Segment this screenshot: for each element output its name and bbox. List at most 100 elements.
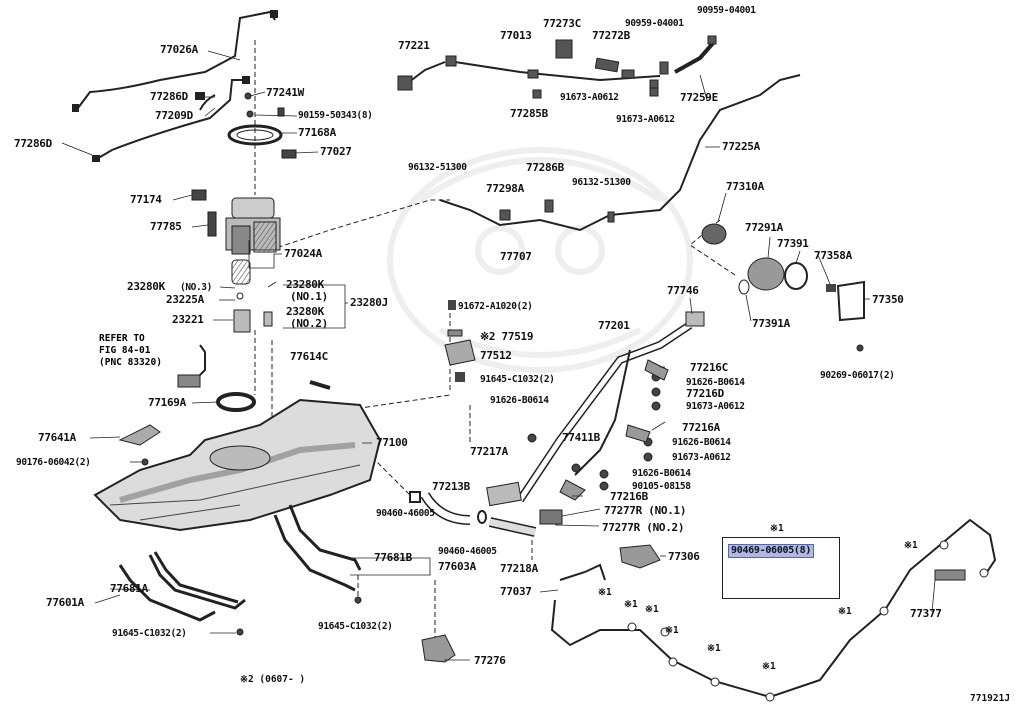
label-90269[interactable]: 90269-06017(2)	[820, 370, 895, 381]
label-91626-c[interactable]: 91626-B0614	[672, 437, 731, 448]
cable-mark-7: ※1	[904, 540, 918, 551]
label-77291A[interactable]: 77291A	[745, 221, 783, 234]
label-23280K-no1-qual: (NO.1)	[290, 290, 328, 303]
label-91645-b[interactable]: 91645-C1032(2)	[318, 621, 393, 632]
label-77217A[interactable]: 77217A	[470, 445, 508, 458]
refer-note: REFER TO FIG 84-01 (PNC 83320)	[99, 333, 162, 369]
label-91626-b[interactable]: 91626-B0614	[686, 377, 745, 388]
label-77168A[interactable]: 77168A	[298, 126, 336, 139]
label-77298A[interactable]: 77298A	[486, 182, 524, 195]
label-77013[interactable]: 77013	[500, 29, 532, 42]
label-77411B[interactable]: 77411B	[562, 431, 600, 444]
label-77037[interactable]: 77037	[500, 585, 532, 598]
label-77286D-left[interactable]: 77286D	[14, 137, 52, 150]
diagram-id: 771921J	[970, 693, 1011, 704]
label-77286D-top[interactable]: 77286D	[150, 90, 188, 103]
label-91645-c[interactable]: 91645-C1032(2)	[480, 374, 555, 385]
label-77216B[interactable]: 77216B	[610, 490, 648, 503]
label-77603A[interactable]: 77603A	[438, 560, 476, 573]
label-90469[interactable]: 90469-06005(8)	[728, 544, 815, 558]
label-23280K-no2[interactable]: 23280K	[286, 305, 324, 318]
label-77519[interactable]: ※2 77519	[480, 330, 534, 343]
label-77285B[interactable]: 77285B	[510, 107, 548, 120]
fuel-pump-assy	[225, 197, 281, 255]
label-23280J[interactable]: 23280J	[350, 296, 388, 309]
label-23280K-no1[interactable]: 23280K	[286, 278, 324, 291]
refer-line2: FIG 84-01	[99, 345, 151, 356]
cable-mark-1: ※1	[598, 587, 612, 598]
label-77681B[interactable]: 77681B	[374, 551, 412, 564]
label-23221[interactable]: 23221	[172, 313, 204, 326]
label-77601A[interactable]: 77601A	[46, 596, 84, 609]
label-77277R-no2[interactable]: 77277R (NO.2)	[602, 521, 685, 534]
label-91626-a[interactable]: 91626-B0614	[490, 395, 549, 406]
label-77746[interactable]: 77746	[667, 284, 699, 297]
label-90159[interactable]: 90159-50343(8)	[298, 110, 373, 121]
label-77024A[interactable]: 77024A	[284, 247, 322, 260]
label-23280K-no3[interactable]: 23280K	[127, 280, 165, 293]
callout-box: 90469-06005(8)	[722, 537, 840, 599]
label-77272B[interactable]: 77272B	[592, 29, 630, 42]
label-23225A[interactable]: 23225A	[166, 293, 204, 306]
label-23280K-no2-qual: (NO.2)	[290, 317, 328, 330]
label-77277R-no1[interactable]: 77277R (NO.1)	[604, 504, 687, 517]
label-77216A[interactable]: 77216A	[682, 421, 720, 434]
label-91626-d[interactable]: 91626-B0614	[632, 468, 691, 479]
label-90176[interactable]: 90176-06042(2)	[16, 457, 91, 468]
label-77276[interactable]: 77276	[474, 654, 506, 667]
label-77391A[interactable]: 77391A	[752, 317, 790, 330]
label-77174[interactable]: 77174	[130, 193, 162, 206]
label-96132-2[interactable]: 96132-51300	[572, 177, 631, 188]
label-91673-4[interactable]: 91673-A0612	[672, 452, 731, 463]
label-77169A[interactable]: 77169A	[148, 396, 186, 409]
label-77216D[interactable]: 77216D	[686, 387, 724, 400]
cable-mark-4: ※1	[665, 625, 679, 636]
label-77512[interactable]: 77512	[480, 349, 512, 362]
label-90959-2[interactable]: 90959-04001	[625, 18, 684, 29]
label-90460-2[interactable]: 90460-46005	[438, 546, 497, 557]
cable-mark-8: ※1	[838, 606, 852, 617]
footnote: ※2 (0607- )	[240, 674, 306, 685]
label-77259E[interactable]: 77259E	[680, 91, 718, 104]
label-77273C[interactable]: 77273C	[543, 17, 581, 30]
label-90959-1[interactable]: 90959-04001	[697, 5, 756, 16]
label-77391[interactable]: 77391	[777, 237, 809, 250]
label-77241W[interactable]: 77241W	[266, 86, 304, 99]
label-77641A[interactable]: 77641A	[38, 431, 76, 444]
label-90460-1[interactable]: 90460-46005	[376, 508, 435, 519]
label-77027[interactable]: 77027	[320, 145, 352, 158]
label-77286B[interactable]: 77286B	[526, 161, 564, 174]
label-77209D[interactable]: 77209D	[155, 109, 193, 122]
fuel-tank	[93, 398, 382, 532]
label-77707[interactable]: 77707	[500, 250, 532, 263]
cable-mark-5: ※1	[707, 643, 721, 654]
label-77681A[interactable]: 77681A	[110, 582, 148, 595]
label-77218A[interactable]: 77218A	[500, 562, 538, 575]
label-91673-2[interactable]: 91673-A0612	[616, 114, 675, 125]
callout-mark: ※1	[770, 523, 784, 534]
label-77225A[interactable]: 77225A	[722, 140, 760, 153]
label-77614C[interactable]: 77614C	[290, 350, 328, 363]
label-77310A[interactable]: 77310A	[726, 180, 764, 193]
label-91645-a[interactable]: 91645-C1032(2)	[112, 628, 187, 639]
cable-mark-3: ※1	[645, 604, 659, 615]
label-77785[interactable]: 77785	[150, 220, 182, 233]
cable-mark-6: ※1	[762, 661, 776, 672]
label-91672[interactable]: 91672-A1020(2)	[458, 301, 533, 312]
label-77213B[interactable]: 77213B	[432, 480, 470, 493]
label-90105[interactable]: 90105-08158	[632, 481, 691, 492]
label-91673-3[interactable]: 91673-A0612	[686, 401, 745, 412]
label-77358A[interactable]: 77358A	[814, 249, 852, 262]
label-77216C[interactable]: 77216C	[690, 361, 728, 374]
label-23280K-no3-qual: (NO.3)	[180, 282, 212, 293]
label-77221[interactable]: 77221	[398, 39, 430, 52]
label-77026A[interactable]: 77026A	[160, 43, 198, 56]
label-77100[interactable]: 77100	[376, 436, 408, 449]
label-77201[interactable]: 77201	[598, 319, 630, 332]
label-91673-1[interactable]: 91673-A0612	[560, 92, 619, 103]
label-77377[interactable]: 77377	[910, 607, 942, 620]
label-96132-1[interactable]: 96132-51300	[408, 162, 467, 173]
label-77306[interactable]: 77306	[668, 550, 700, 563]
label-77350[interactable]: 77350	[872, 293, 904, 306]
